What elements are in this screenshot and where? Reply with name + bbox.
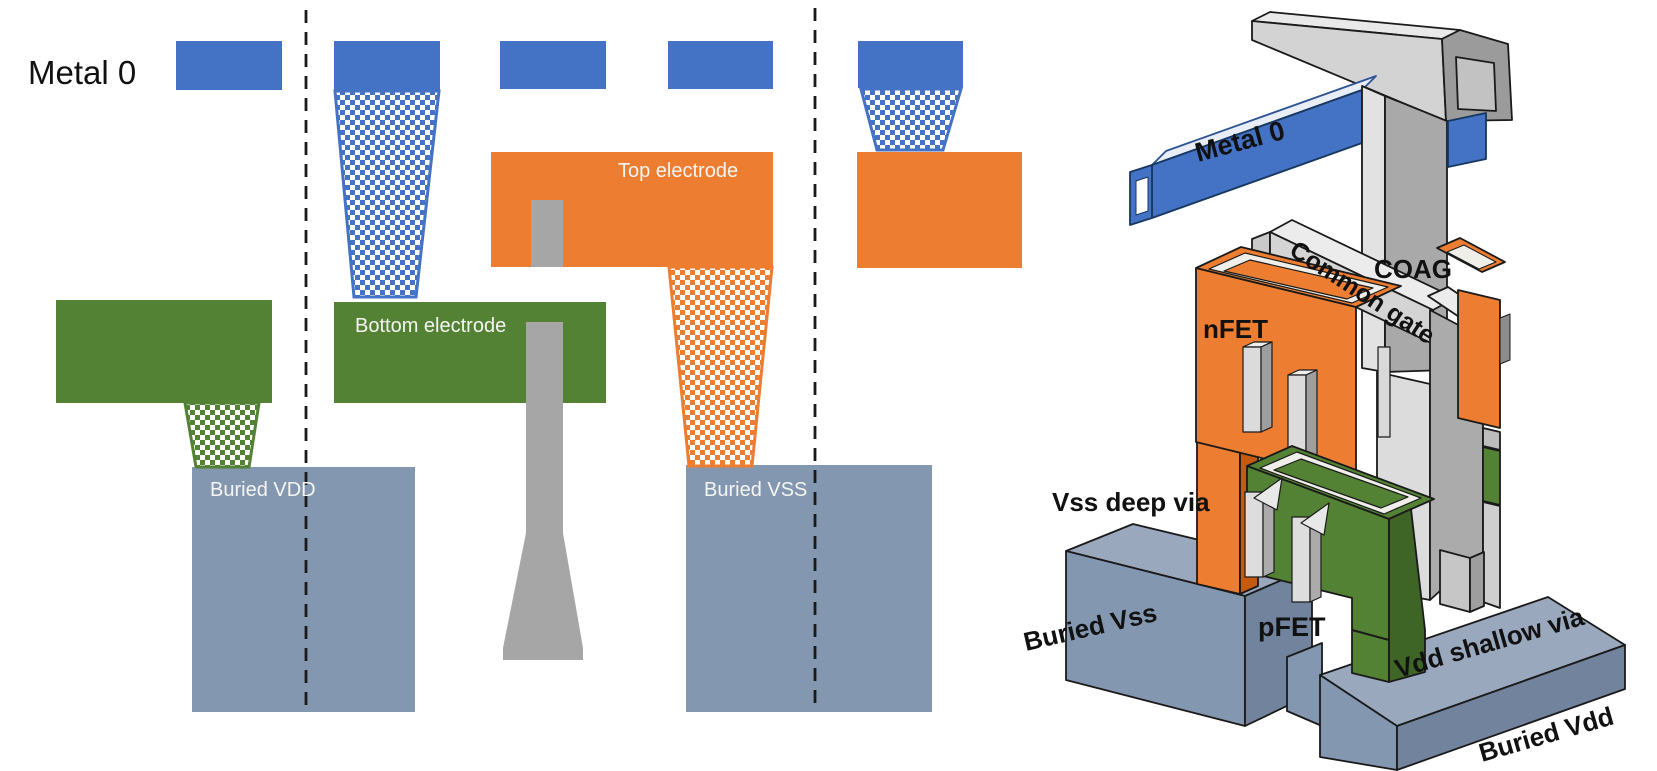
pfet-top-inset-core (1273, 458, 1409, 509)
coag-column-left-face (1361, 85, 1386, 373)
buried-vdd-rect (192, 467, 415, 712)
gate-funnel-shape (503, 322, 583, 660)
nfet-fin1-front (1242, 346, 1262, 433)
nfet-fin1-right (1260, 341, 1273, 433)
buried-vdd-slab-right (1396, 644, 1626, 771)
metal0-rail-4 (668, 41, 773, 89)
pfet-arrow2-bar (1291, 516, 1311, 603)
nfet-right-front-face (1457, 289, 1501, 429)
nfet-top-inset-core (1223, 259, 1374, 300)
bottom-electrode-label: Bottom electrode (355, 315, 506, 337)
gate-stub-rect (531, 200, 563, 267)
top-electrode-rect-right (857, 152, 1022, 268)
gate-pillar-right (1469, 551, 1485, 613)
metal0-rail-3 (500, 41, 606, 89)
buried-vss-label: Buried VSS (704, 479, 807, 501)
gate-pillar-front (1439, 549, 1471, 613)
bottom-electrode-rect-left (56, 300, 272, 403)
nfet-fin3-sliver (1377, 346, 1391, 438)
metal0-bar-end-opening (1135, 176, 1149, 216)
metal0-via-hatched-shallow (859, 87, 964, 152)
cross-section-group: Metal 0 Top electrode Bottom electrode B… (28, 8, 1022, 712)
right-stack-gray-lower (1482, 501, 1501, 609)
metal0-via-hatched (333, 89, 441, 299)
nfet-fin2-right (1305, 369, 1318, 461)
nfet-right-top-inset (1446, 244, 1497, 270)
iso-vss-deep-via-label: Vss deep via (1052, 487, 1210, 517)
vss-deep-via-hatched (667, 265, 774, 468)
pfet-arrow2-head (1300, 502, 1330, 536)
right-stack-dark-tab (1499, 313, 1511, 365)
vdd-via-boundary-line (1351, 629, 1390, 641)
iso-coag-label: COAG (1374, 254, 1452, 284)
iso-view-group (1065, 11, 1626, 771)
pfet-arrow1-head (1253, 477, 1283, 511)
pfet-right-segment (1482, 446, 1501, 506)
metal0-rail-1 (176, 41, 282, 90)
pfet-column-right-face (1388, 508, 1426, 683)
beam-end-opening (1455, 56, 1497, 112)
buried-vdd-step (1286, 642, 1323, 727)
iso-nfet-label: nFET (1203, 314, 1268, 344)
iso-pfet-label: pFET (1258, 612, 1326, 642)
metal0-bar-right-segment (1447, 112, 1487, 168)
top-electrode-label: Top electrode (618, 160, 738, 182)
metal0-rail-5 (858, 41, 963, 88)
metal0-rail-2 (334, 41, 440, 90)
buried-vss-rect (686, 465, 932, 712)
vdd-shallow-via-hatched (183, 401, 261, 469)
pfet-arrow1-bar (1244, 491, 1264, 578)
metal0-label: Metal 0 (28, 54, 136, 91)
metal0-bar-front-face (1151, 89, 1363, 219)
buried-vdd-label: Buried VDD (210, 479, 316, 501)
right-stack-gray-band (1482, 427, 1501, 451)
